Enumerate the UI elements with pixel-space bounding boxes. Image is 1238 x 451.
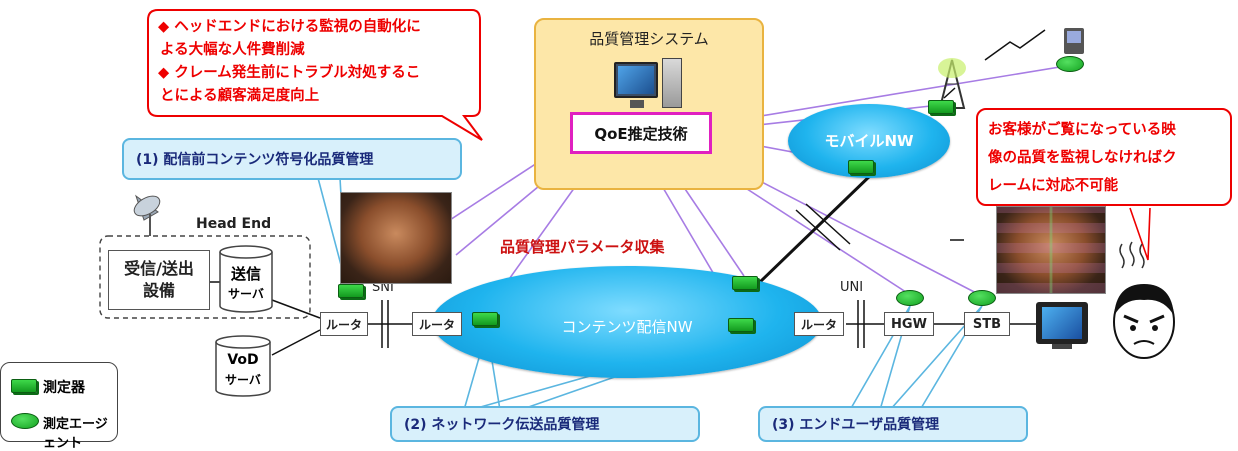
benefit-line-4: とによる顧客満足度向上 (160, 88, 320, 104)
legend-meter-label: 測定器 (43, 380, 85, 396)
measurement-device-antenna (928, 100, 954, 114)
vod-server-icon: VoD サーバ (214, 334, 272, 398)
benefit-line-2: よる大幅な人件費削減 (160, 42, 305, 58)
angry-customer-icon (1104, 276, 1184, 362)
receiver-line-2: 設備 (142, 281, 175, 300)
mobile-nw-label: モバイルNW (824, 132, 914, 150)
management-callout-1: (1) 配信前コンテンツ符号化品質管理 (122, 138, 462, 180)
management-callout-2: (2) ネットワーク伝送品質管理 (390, 406, 700, 442)
mobile-phone-icon (1064, 28, 1084, 54)
computer-icon (614, 58, 684, 116)
router-box-1: ルータ (320, 312, 368, 336)
send-server-line-2: サーバ (228, 287, 264, 301)
measurement-device-router (472, 312, 498, 326)
parameter-collection-label: 品質管理パラメータ収集 (500, 238, 665, 256)
face-photo-original (340, 192, 452, 284)
legend-meter-icon (11, 379, 37, 393)
quality-system-title: 品質管理システム (589, 30, 709, 48)
customer-line-3: レームに対応不可能 (988, 178, 1119, 194)
legend-agent-icon (11, 413, 39, 429)
legend-agent-label: 測定エージェント (43, 417, 108, 451)
receiver-equipment-box: 受信/送出 設備 (108, 250, 210, 310)
head-end-label: Head End (196, 216, 272, 232)
hgw-box: HGW (884, 312, 934, 336)
content-nw-label: コンテンツ配信NW (561, 318, 693, 336)
measurement-agent-hgw (896, 290, 924, 306)
benefit-line-3: ◆ クレーム発生前にトラブル対処するこ (158, 65, 421, 81)
uni-label: UNI (840, 280, 864, 295)
measurement-device-sni (338, 284, 364, 298)
legend: 測定器 測定エージェント (0, 362, 118, 451)
vod-server-line-1: VoD (227, 352, 259, 368)
qoe-estimation-box[interactable]: QoE推定技術 (570, 112, 712, 154)
face-photo-degraded (996, 206, 1106, 294)
send-server-line-1: 送信 (230, 265, 261, 283)
measurement-device-mobile-nw (848, 160, 874, 174)
send-server-icon: 送信 サーバ (218, 244, 274, 314)
receiver-line-1: 受信/送出 (124, 259, 194, 278)
stb-box: STB (964, 312, 1010, 336)
router-box-3: ルータ (794, 312, 844, 336)
quality-management-system: 品質管理システム (534, 18, 764, 190)
tv-icon (1036, 302, 1092, 350)
measurement-agent-stb (968, 290, 996, 306)
satellite-dish-icon (133, 194, 161, 236)
measurement-device-content-nw-2 (732, 276, 758, 290)
router-box-2: ルータ (412, 312, 462, 336)
vod-server-line-2: サーバ (225, 373, 261, 387)
measurement-agent-mobile (1056, 56, 1084, 72)
customer-callout: お客様がご覧になっている映 像の品質を監視しなければク レームに対応不可能 (976, 108, 1232, 206)
benefit-line-1: ◆ ヘッドエンドにおける監視の自動化に (158, 19, 421, 35)
measurement-device-content-nw-1 (728, 318, 754, 332)
management-callout-3: (3) エンドユーザ品質管理 (758, 406, 1028, 442)
customer-line-1: お客様がご覧になっている映 (988, 122, 1176, 138)
customer-line-2: 像の品質を監視しなければク (988, 150, 1177, 166)
benefits-callout: ◆ ヘッドエンドにおける監視の自動化に よる大幅な人件費削減 ◆ クレーム発生前… (146, 8, 483, 141)
